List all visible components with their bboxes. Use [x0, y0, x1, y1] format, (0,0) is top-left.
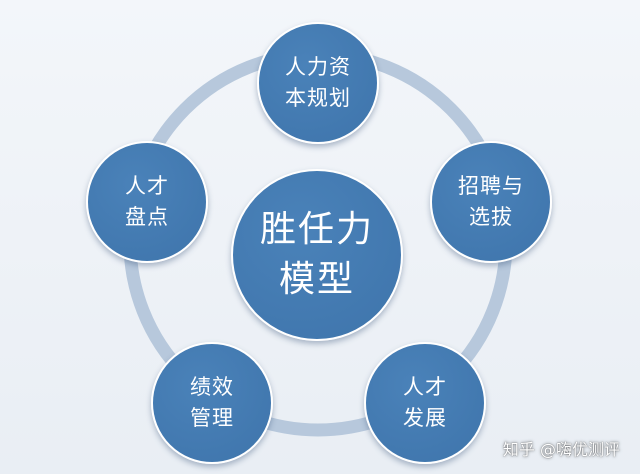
node-recruitment-selection: 招聘与 选拔 — [430, 141, 552, 263]
node-performance-line-2: 管理 — [190, 406, 234, 430]
node-talent-development-line-1: 人才 — [403, 375, 447, 399]
node-talent-development-line-2: 发展 — [403, 406, 447, 430]
node-performance-management: 绩效 管理 — [151, 342, 273, 464]
node-talent-inventory: 人才 盘点 — [86, 141, 208, 263]
node-talent-inventory-line-2: 盘点 — [125, 205, 169, 229]
node-hr-planning-line-1: 人力资 — [285, 55, 351, 79]
node-recruitment-line-1: 招聘与 — [458, 174, 524, 198]
node-performance-line-1: 绩效 — [190, 375, 234, 399]
center-line-2: 模型 — [278, 259, 355, 300]
node-hr-planning-line-2: 本规划 — [285, 86, 351, 110]
center-line-1: 胜任力 — [259, 209, 374, 250]
node-talent-development: 人才 发展 — [364, 342, 486, 464]
watermark-text: 知乎 @嗨优测评 — [502, 440, 620, 459]
node-talent-inventory-line-1: 人才 — [125, 174, 169, 198]
node-hr-planning: 人力资 本规划 — [257, 22, 379, 144]
center-hub-competency-model: 胜任力 模型 — [231, 169, 403, 341]
node-recruitment-line-2: 选拔 — [469, 205, 513, 229]
